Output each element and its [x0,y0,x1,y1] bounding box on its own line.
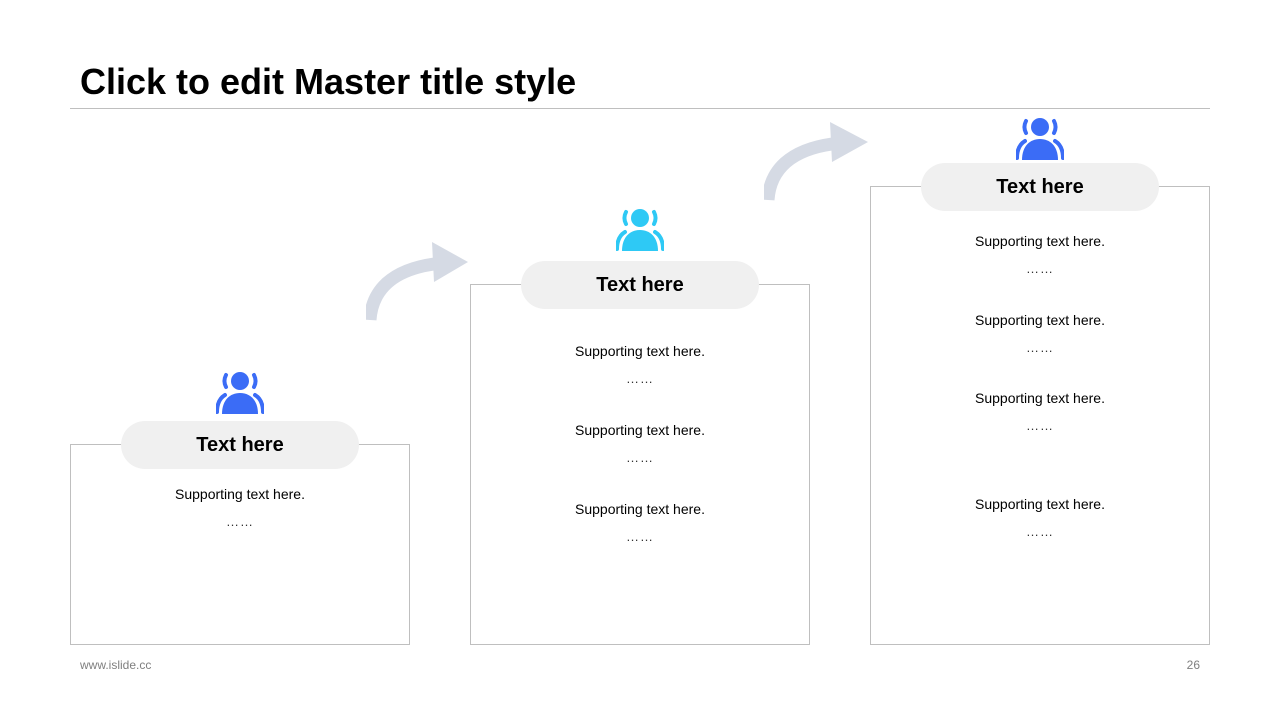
person-group-icon [216,370,264,416]
footer-url: www.islide.cc [80,658,152,672]
supporting-text[interactable]: Supporting text here. [975,390,1105,406]
supporting-text[interactable]: Supporting text here. [575,501,705,517]
ellipsis-text: …… [626,450,654,465]
slide-title[interactable]: Click to edit Master title style [80,61,577,102]
supporting-text[interactable]: Supporting text here. [575,343,705,359]
curved-arrow-icon [764,120,870,202]
person-group-icon [616,207,664,253]
step-card-3 [870,186,1210,645]
step-heading-3[interactable]: Text here [921,163,1159,211]
ellipsis-text: …… [1026,524,1054,539]
step-heading-1[interactable]: Text here [121,421,359,469]
step-heading-2[interactable]: Text here [521,261,759,309]
person-group-icon [1016,116,1064,162]
supporting-text[interactable]: Supporting text here. [975,233,1105,249]
ellipsis-text: …… [1026,418,1054,433]
step-card-1 [70,444,410,645]
ellipsis-text: …… [626,529,654,544]
supporting-text[interactable]: Supporting text here. [175,486,305,502]
ellipsis-text: …… [1026,340,1054,355]
curved-arrow-icon [366,240,470,322]
ellipsis-text: …… [226,514,254,529]
supporting-text[interactable]: Supporting text here. [975,496,1105,512]
page-number: 26 [1186,658,1200,672]
title-divider [70,108,1210,109]
ellipsis-text: …… [1026,261,1054,276]
ellipsis-text: …… [626,371,654,386]
step-card-2 [470,284,810,645]
supporting-text[interactable]: Supporting text here. [975,312,1105,328]
supporting-text[interactable]: Supporting text here. [575,422,705,438]
